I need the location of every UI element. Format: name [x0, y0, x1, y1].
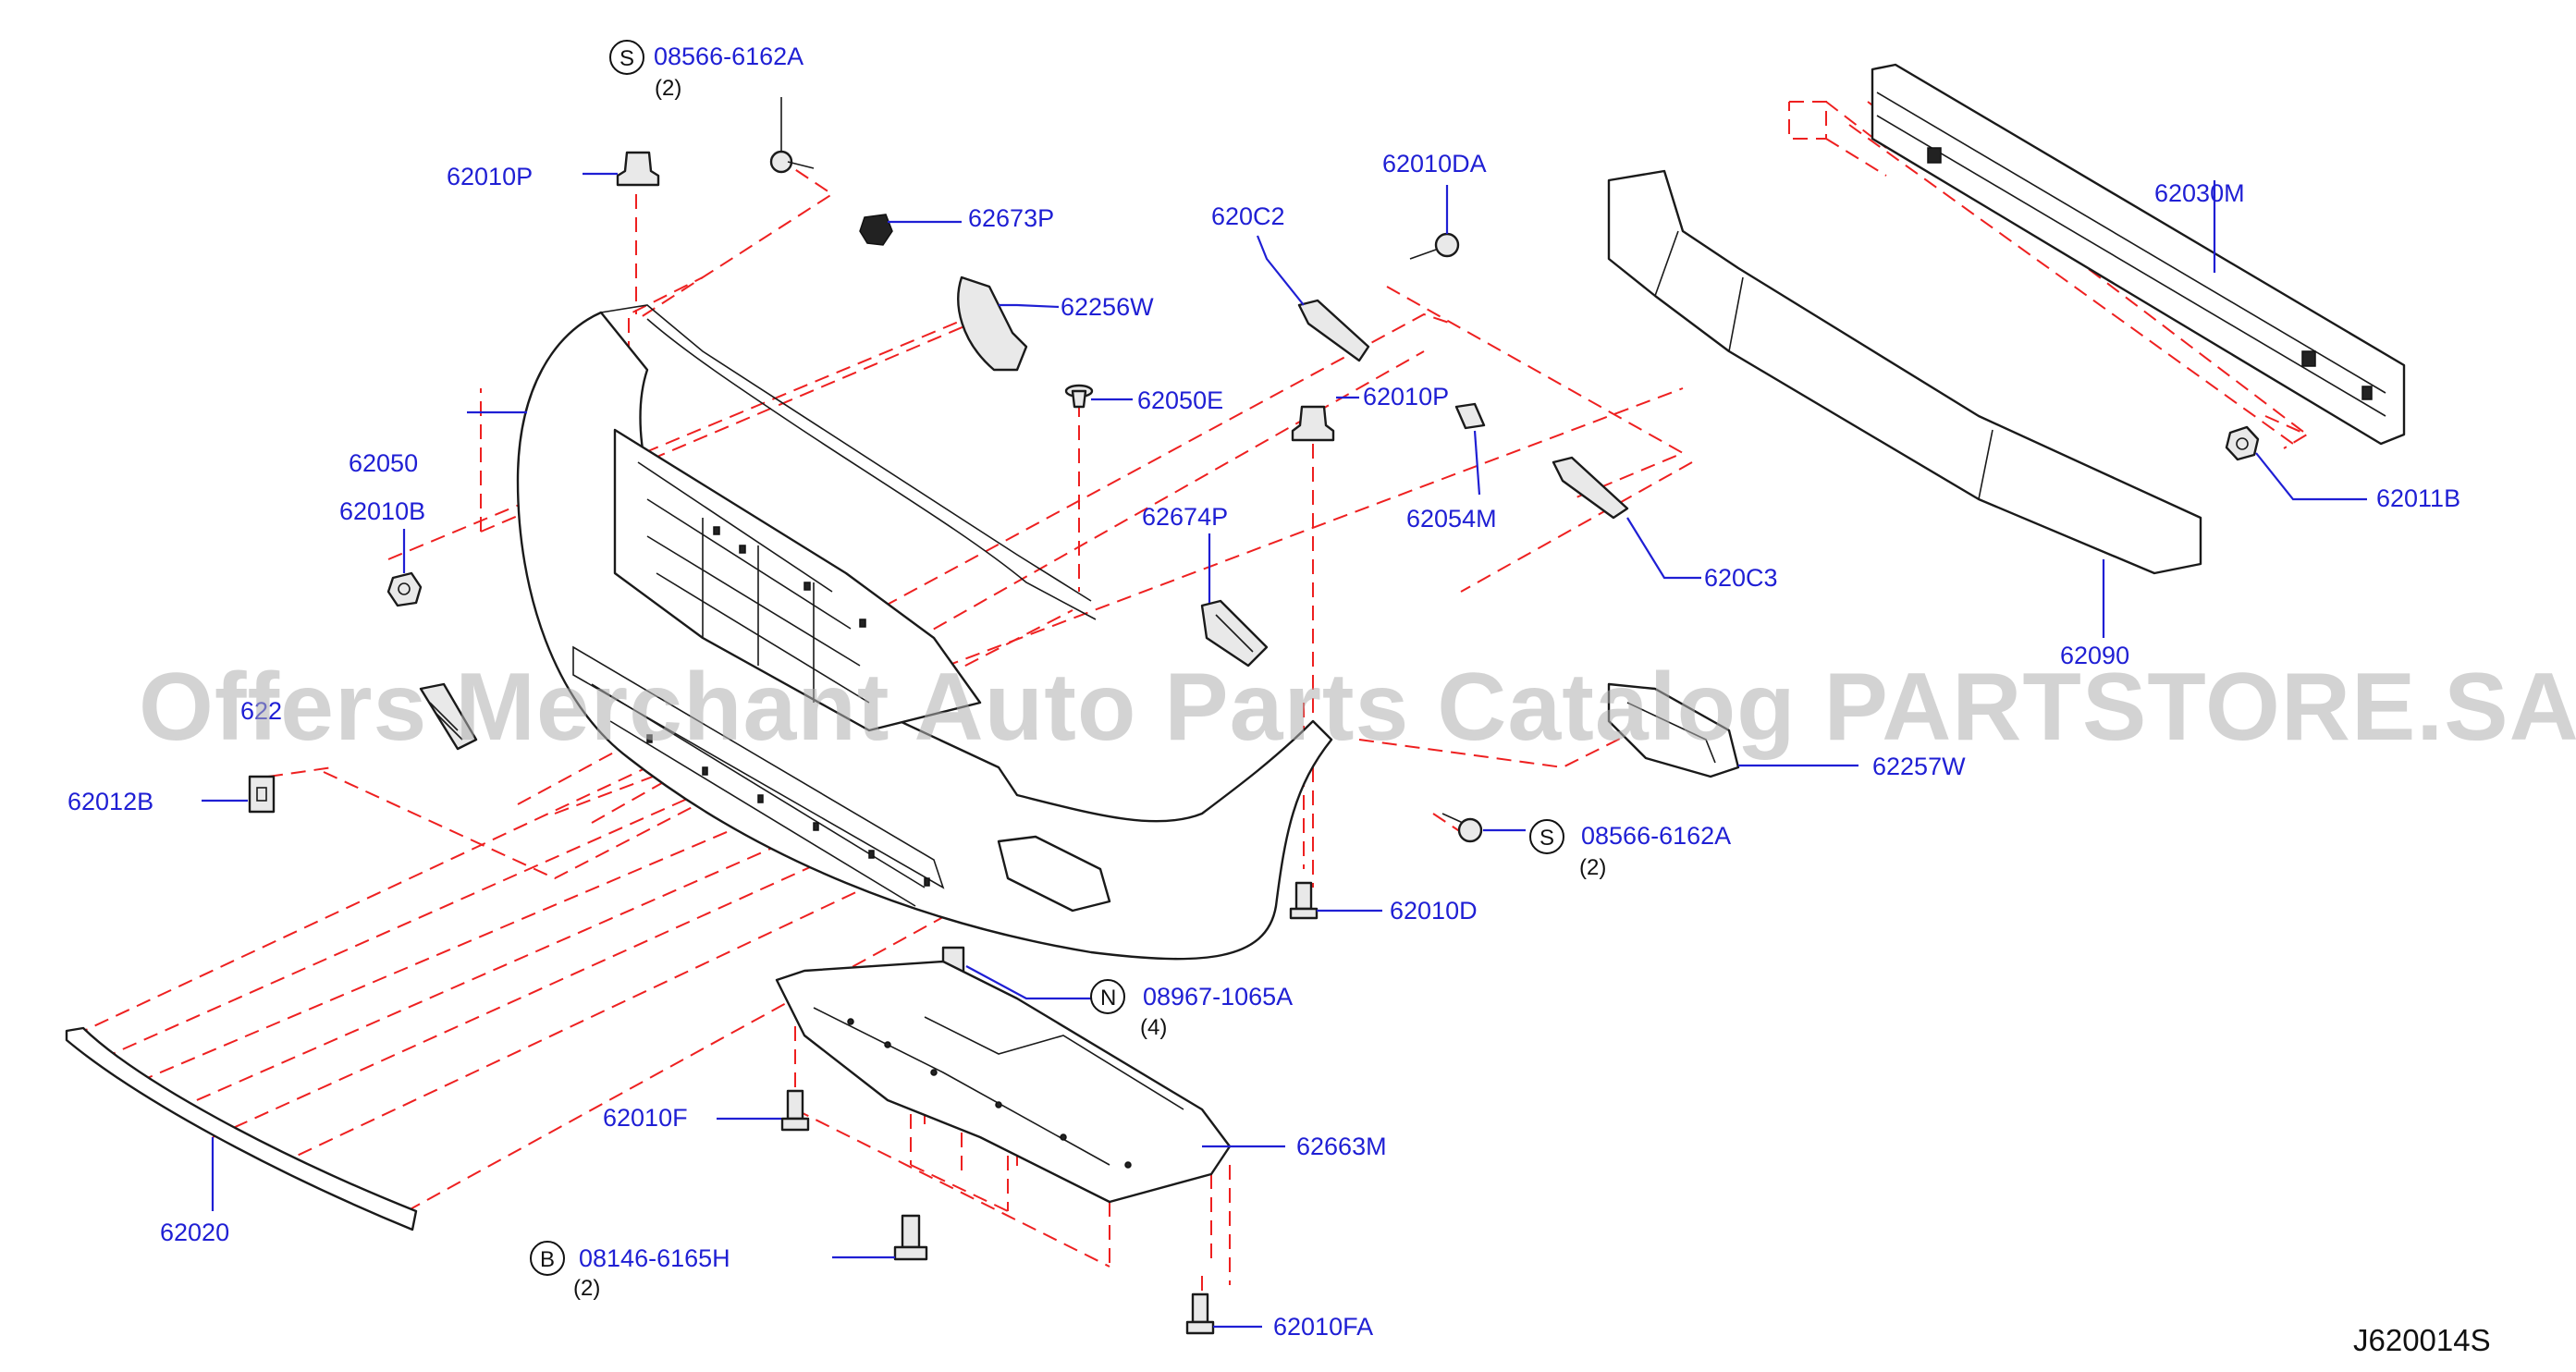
label-62050e: 62050E [1137, 386, 1223, 414]
label-62090: 62090 [2060, 642, 2129, 669]
label-08566-bottom: 08566-6162A [1581, 822, 1731, 850]
reinforcement-62030m [1871, 63, 2406, 446]
label-62050: 62050 [349, 449, 418, 477]
prefix-circle-b [530, 1241, 565, 1276]
screw-08566-bottom [1441, 813, 1483, 843]
absorber-62090 [1607, 169, 2202, 575]
bolt-62010fa [1185, 1292, 1215, 1335]
clip-62012b [248, 775, 276, 814]
bracket-622-partial [419, 682, 478, 751]
label-62010p-top: 62010P [447, 163, 533, 190]
prefix-n: N [1100, 986, 1116, 1011]
label-08146: 08146-6165H [579, 1244, 730, 1272]
label-62010b: 62010B [339, 497, 425, 525]
label-620c2: 620C2 [1211, 202, 1285, 230]
label-08566-top: 08566-6162A [654, 43, 803, 70]
small-parts [248, 97, 2260, 1335]
strip-62020 [65, 1026, 418, 1231]
prefix-s-bottom: S [1539, 826, 1554, 851]
screw-08566-top [769, 97, 815, 174]
label-62012b: 62012B [67, 788, 153, 815]
bumper-fascia [516, 304, 1333, 961]
assembly-guide-lines [73, 101, 2310, 1294]
label-62674p: 62674P [1142, 503, 1228, 531]
label-62010d: 62010D [1390, 897, 1478, 925]
clip-62010p-top [616, 151, 660, 187]
pin-62050e [1064, 384, 1094, 409]
bolt-62010f [780, 1089, 810, 1132]
clip-62010p-mid [1291, 405, 1335, 442]
bezel-62257w [1607, 682, 1740, 778]
prefix-circle-s-bottom [1529, 819, 1564, 854]
bolt-08146 [893, 1214, 928, 1261]
qty-08146: (2) [573, 1276, 600, 1301]
label-62010da: 62010DA [1382, 150, 1487, 178]
bracket-62256w [957, 276, 1028, 372]
label-62663m: 62663M [1296, 1133, 1387, 1160]
label-62257w: 62257W [1872, 753, 1966, 780]
leader-lines [202, 172, 2367, 1329]
label-62010f: 62010F [603, 1104, 688, 1132]
nut-62011b [2225, 425, 2260, 461]
label-62020: 62020 [160, 1219, 229, 1246]
prefix-b: B [540, 1247, 555, 1272]
label-08967: 08967-1065A [1143, 983, 1293, 1011]
label-620c3: 620C3 [1704, 564, 1778, 592]
label-62256w: 62256W [1061, 293, 1154, 321]
undercover-62663m [775, 960, 1232, 1204]
qty-08566-top: (2) [655, 76, 681, 101]
label-62010p-mid: 62010P [1363, 383, 1449, 410]
label-62011b: 62011B [2376, 484, 2460, 512]
callouts: 62010P S 08566-6162A (2) 62673P 62256W 6… [67, 40, 2460, 1341]
nut-62010b [386, 571, 423, 607]
watermark: Offers Merchant Auto Parts Catalog PARTS… [139, 654, 2576, 761]
bracket-62674p [1200, 599, 1269, 668]
label-622-partial: 622 [240, 697, 282, 725]
qty-08566-bottom: (2) [1579, 855, 1606, 880]
label-62010fa: 62010FA [1273, 1313, 1373, 1341]
undercover-holes [847, 1018, 1132, 1169]
clip-62054m [1454, 402, 1486, 430]
qty-08967: (4) [1140, 1015, 1167, 1040]
prefix-s-top: S [619, 46, 634, 71]
screw-62010da [1409, 232, 1460, 260]
label-62054m: 62054M [1406, 505, 1497, 533]
diagram-code: J620014S [2353, 1323, 2491, 1357]
label-62673p: 62673P [968, 204, 1054, 232]
bracket-620c3 [1552, 456, 1629, 520]
label-62030m: 62030M [2154, 179, 2245, 207]
bolt-62010d [1289, 881, 1319, 920]
fascia-holes [646, 526, 930, 887]
prefix-circle-n [1090, 979, 1125, 1014]
prefix-circle-s-top [609, 40, 644, 75]
nut-62673p [859, 214, 893, 246]
bracket-620c2 [1297, 299, 1370, 362]
